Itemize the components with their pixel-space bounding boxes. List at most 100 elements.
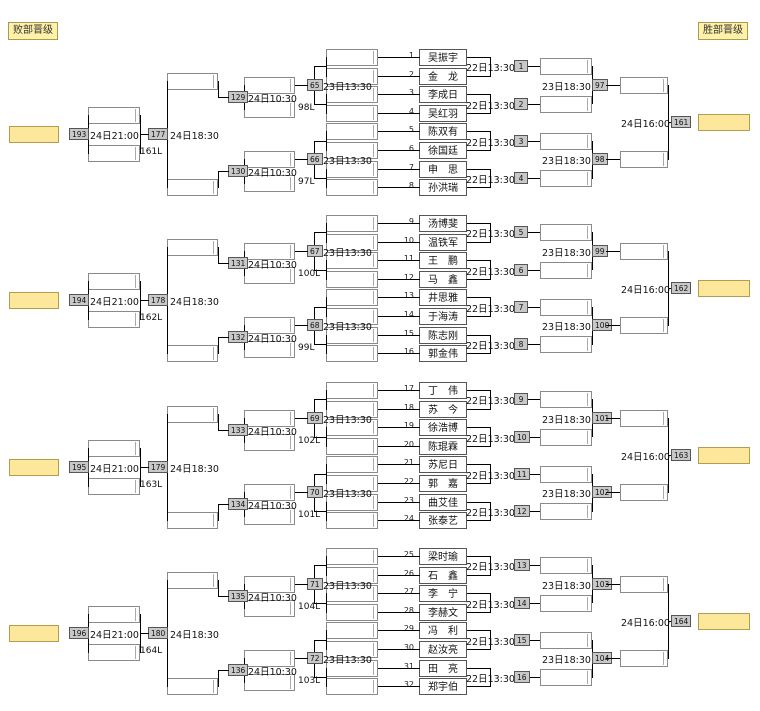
player-slot[interactable] (244, 341, 295, 359)
player-slot[interactable] (620, 575, 668, 593)
advance-slot[interactable] (9, 625, 59, 643)
player-slot[interactable] (540, 668, 592, 686)
player-slot[interactable] (326, 622, 378, 640)
player-slot[interactable] (326, 215, 378, 232)
player-name[interactable]: 陈志刚 (419, 326, 467, 344)
player-slot[interactable] (620, 650, 668, 668)
player-slot[interactable] (167, 238, 218, 256)
player-name[interactable]: 汤博斐 (419, 215, 467, 232)
advance-slot[interactable] (698, 114, 750, 132)
player-slot[interactable] (167, 571, 218, 589)
player-slot[interactable] (167, 179, 218, 197)
player-slot[interactable] (326, 345, 378, 363)
player-name[interactable]: 马 鑫 (419, 270, 467, 288)
player-slot[interactable] (326, 142, 378, 159)
player-name[interactable]: 于海涛 (419, 308, 467, 325)
advance-slot[interactable] (9, 459, 59, 477)
player-name[interactable]: 梁时瑜 (419, 548, 467, 565)
player-slot[interactable] (540, 391, 592, 409)
player-name[interactable]: 田 亮 (419, 659, 467, 677)
player-slot[interactable] (540, 58, 592, 76)
player-slot[interactable] (326, 49, 378, 66)
player-slot[interactable] (326, 86, 378, 104)
player-slot[interactable] (540, 335, 592, 353)
player-slot[interactable] (326, 104, 378, 122)
player-slot[interactable] (540, 224, 592, 242)
player-slot[interactable] (540, 631, 592, 649)
player-name[interactable]: 徐浩博 (419, 419, 467, 437)
player-slot[interactable] (540, 428, 592, 446)
player-slot[interactable] (540, 502, 592, 520)
player-name[interactable]: 温铁军 (419, 233, 467, 251)
player-slot[interactable] (326, 400, 378, 418)
player-name[interactable]: 井思雅 (419, 289, 467, 307)
player-name[interactable]: 吴振宇 (419, 49, 467, 66)
player-slot[interactable] (620, 242, 668, 260)
player-slot[interactable] (540, 557, 592, 575)
player-slot[interactable] (540, 261, 592, 279)
player-name[interactable]: 徐国廷 (419, 142, 467, 159)
player-slot[interactable] (326, 289, 378, 307)
player-slot[interactable] (244, 575, 295, 593)
player-slot[interactable] (326, 123, 378, 141)
player-name[interactable]: 李 宁 (419, 585, 467, 603)
player-slot[interactable] (326, 548, 378, 565)
player-slot[interactable] (326, 179, 378, 197)
player-slot[interactable] (88, 145, 140, 163)
player-slot[interactable] (88, 606, 140, 624)
player-slot[interactable] (620, 317, 668, 335)
player-slot[interactable] (326, 603, 378, 621)
advance-slot[interactable] (698, 613, 750, 631)
player-slot[interactable] (167, 72, 218, 90)
player-name[interactable]: 张泰艺 (419, 512, 467, 530)
player-slot[interactable] (167, 678, 218, 696)
player-name[interactable]: 苏 今 (419, 400, 467, 418)
player-name[interactable]: 吴红羽 (419, 104, 467, 122)
player-slot[interactable] (88, 273, 140, 291)
player-name[interactable]: 曲艾佳 (419, 493, 467, 511)
player-name[interactable]: 石 鑫 (419, 566, 467, 584)
player-slot[interactable] (620, 484, 668, 502)
player-slot[interactable] (167, 405, 218, 423)
advance-slot[interactable] (9, 126, 59, 144)
advance-slot[interactable] (9, 292, 59, 310)
player-slot[interactable] (88, 644, 140, 662)
advance-slot[interactable] (698, 447, 750, 465)
player-slot[interactable] (88, 107, 140, 125)
player-name[interactable]: 金 龙 (419, 67, 467, 85)
player-name[interactable]: 李赫文 (419, 603, 467, 621)
player-slot[interactable] (620, 76, 668, 94)
player-name[interactable]: 陈双有 (419, 123, 467, 141)
player-slot[interactable] (540, 298, 592, 316)
player-name[interactable]: 李成日 (419, 86, 467, 104)
player-slot[interactable] (88, 440, 140, 458)
player-name[interactable]: 冯 利 (419, 622, 467, 640)
advance-slot[interactable] (698, 280, 750, 298)
player-slot[interactable] (540, 95, 592, 113)
player-slot[interactable] (326, 456, 378, 474)
player-slot[interactable] (244, 650, 295, 668)
player-slot[interactable] (244, 266, 295, 284)
player-slot[interactable] (540, 169, 592, 187)
player-slot[interactable] (244, 508, 295, 526)
player-slot[interactable] (326, 382, 378, 399)
player-slot[interactable] (88, 311, 140, 329)
player-slot[interactable] (540, 132, 592, 150)
player-name[interactable]: 申 思 (419, 160, 467, 178)
player-slot[interactable] (326, 512, 378, 530)
player-slot[interactable] (326, 270, 378, 288)
player-slot[interactable] (540, 465, 592, 483)
player-name[interactable]: 丁 伟 (419, 382, 467, 399)
player-name[interactable]: 赵汝亮 (419, 641, 467, 658)
player-name[interactable]: 陈琨霖 (419, 437, 467, 455)
player-name[interactable]: 郭金伟 (419, 345, 467, 363)
player-name[interactable]: 王 鹏 (419, 252, 467, 270)
player-slot[interactable] (540, 594, 592, 612)
player-name[interactable]: 苏尼日 (419, 456, 467, 474)
player-slot[interactable] (620, 151, 668, 169)
player-name[interactable]: 郭 嘉 (419, 475, 467, 492)
player-name[interactable]: 孙洪瑞 (419, 179, 467, 197)
player-slot[interactable] (326, 678, 378, 696)
player-slot[interactable] (620, 409, 668, 427)
player-slot[interactable] (88, 478, 140, 496)
